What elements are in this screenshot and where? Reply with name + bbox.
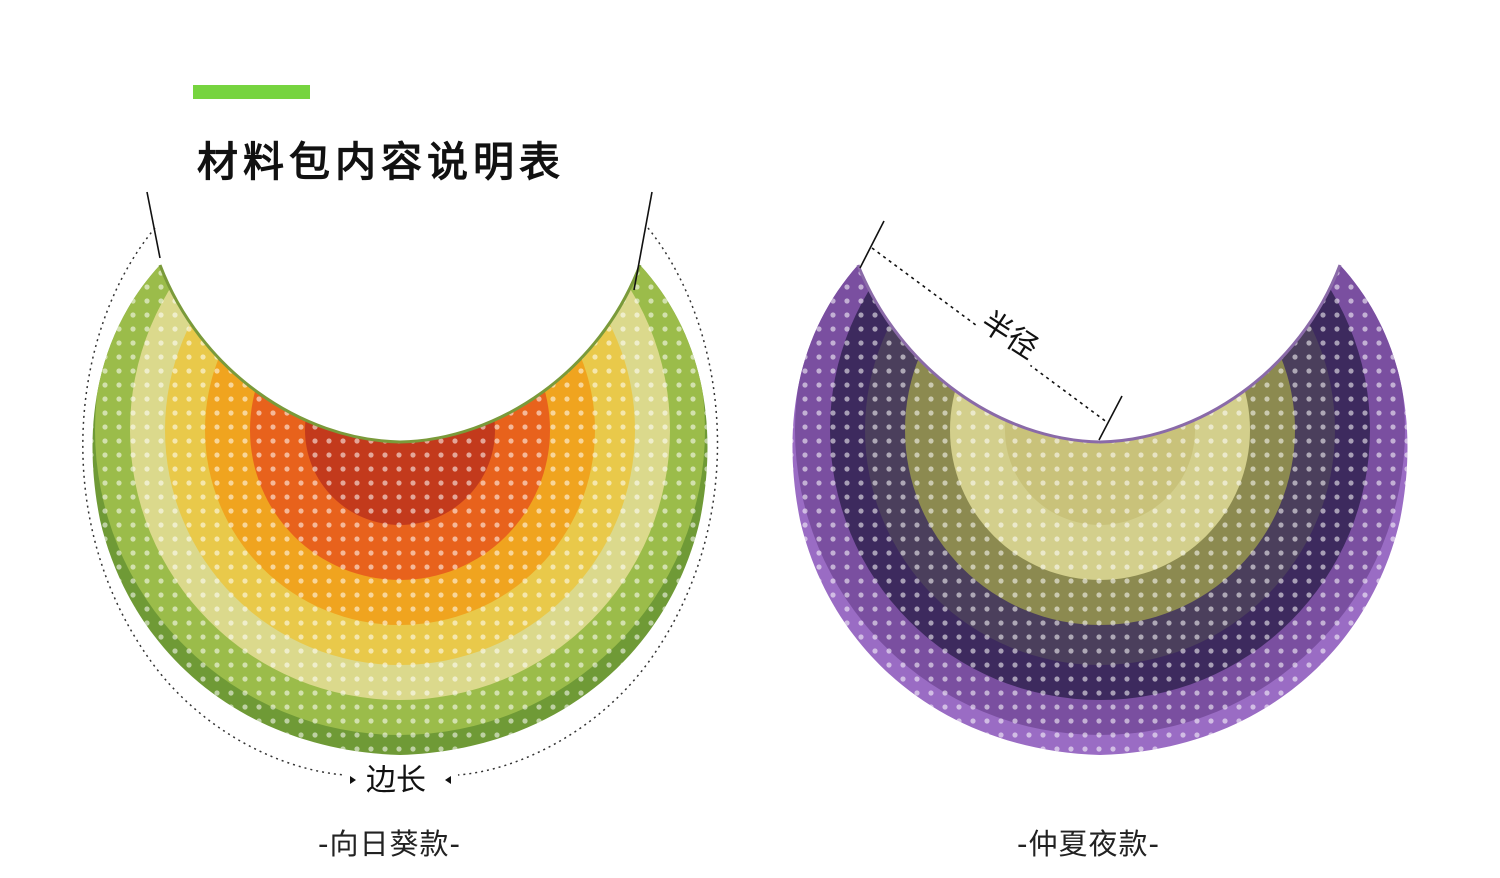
side-length-arc-left xyxy=(82,227,346,776)
product-caption-sunflower: -向日葵款- xyxy=(318,827,461,861)
page-title: 材料包内容说明表 xyxy=(197,138,565,186)
side-length-tick-right xyxy=(633,191,653,291)
product-caption-midsummer-night: -仲夏夜款- xyxy=(1017,827,1160,861)
sunflower-neckline xyxy=(158,264,642,444)
midsummer-neckline xyxy=(856,264,1342,444)
side-length-tick-left xyxy=(146,191,161,259)
midsummer-night-shawl-image xyxy=(792,265,1408,755)
sunflower-shawl-image xyxy=(92,265,708,755)
title-accent-bar xyxy=(193,85,310,99)
radius-tick-bottom xyxy=(1098,395,1123,441)
side-length-arrow-left xyxy=(350,776,356,784)
radius-tick-top xyxy=(859,220,885,269)
side-length-label: 边长 xyxy=(366,763,426,798)
side-length-arrow-right xyxy=(445,776,451,784)
